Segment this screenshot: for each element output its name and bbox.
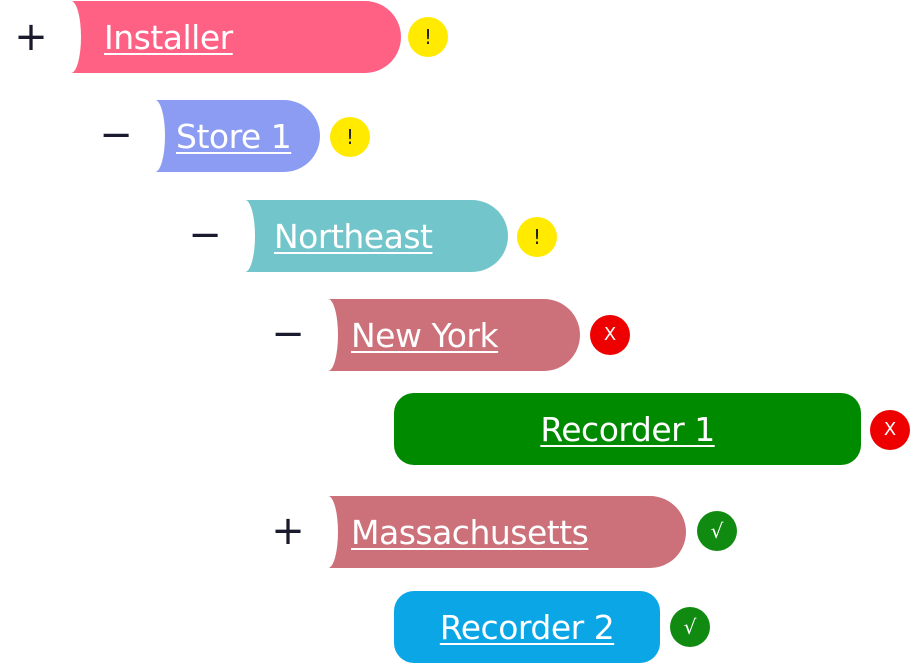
- expand-toggle[interactable]: +: [271, 508, 305, 554]
- collapse-toggle[interactable]: −: [271, 311, 305, 357]
- warning-status-icon: !: [330, 117, 370, 157]
- node-button-installer[interactable]: Installer: [61, 1, 401, 73]
- node-label: Recorder 2: [439, 607, 615, 647]
- error-status-icon: X: [870, 410, 910, 450]
- warning-status-icon: !: [408, 17, 448, 57]
- expand-toggle[interactable]: +: [14, 14, 48, 60]
- node-button-recorder-1[interactable]: Recorder 1: [394, 393, 861, 465]
- node-label: Store 1: [176, 116, 292, 156]
- node-button-massachusetts[interactable]: Massachusetts: [318, 496, 686, 568]
- collapse-toggle[interactable]: −: [188, 212, 222, 258]
- node-button-store-1[interactable]: Store 1: [145, 100, 320, 172]
- node-label: Installer: [104, 17, 233, 57]
- check-status-icon: √: [697, 511, 737, 551]
- node-button-recorder-2[interactable]: Recorder 2: [394, 591, 660, 663]
- node-label: Recorder 1: [540, 409, 715, 449]
- node-label: New York: [351, 315, 499, 355]
- error-status-icon: X: [590, 315, 630, 355]
- warning-status-icon: !: [517, 217, 557, 257]
- check-status-icon: √: [670, 607, 710, 647]
- node-button-northeast[interactable]: Northeast: [235, 200, 508, 272]
- collapse-toggle[interactable]: −: [99, 112, 133, 158]
- node-button-new-york[interactable]: New York: [318, 299, 580, 371]
- node-label: Northeast: [274, 216, 433, 256]
- node-label: Massachusetts: [351, 512, 589, 552]
